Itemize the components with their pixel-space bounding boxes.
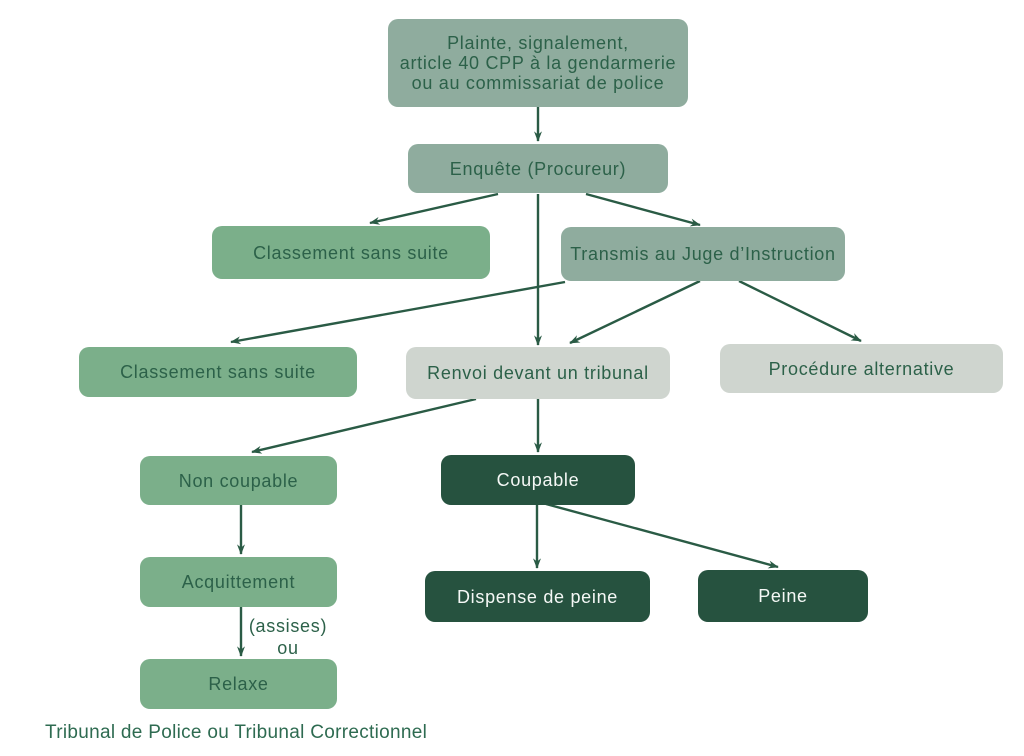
edge-transmis-classement-2	[230, 280, 566, 345]
node-renvoi: Renvoi devant un tribunal	[406, 347, 670, 399]
edge-enquete-transmis	[585, 192, 701, 227]
node-dispense-de-peine-label: Dispense de peine	[456, 586, 618, 607]
node-classement-sans-suite-2-label: Classement sans suite	[120, 362, 316, 382]
node-acquittement: Acquittement	[140, 557, 337, 607]
node-renvoi-label: Renvoi devant un tribunal	[427, 363, 649, 383]
edge-transmis-procedure	[738, 279, 862, 343]
node-relaxe-label: Relaxe	[208, 674, 269, 694]
node-enquete: Enquête (Procureur)	[408, 144, 668, 193]
node-transmis-label: Transmis au Juge d’Instruction	[570, 244, 836, 264]
node-classement-sans-suite-1: Classement sans suite	[212, 226, 490, 279]
node-peine: Peine	[698, 570, 868, 622]
node-classement-sans-suite-2: Classement sans suite	[79, 347, 357, 397]
node-peine-label: Peine	[758, 586, 808, 606]
node-transmis: Transmis au Juge d’Instruction	[561, 227, 845, 281]
node-procedure-alternative: Procédure alternative	[720, 344, 1003, 393]
node-non-coupable-label: Non coupable	[178, 470, 299, 491]
edge-transmis-renvoi	[569, 279, 701, 345]
node-plainte: Plainte, signalement, article 40 CPP à l…	[388, 19, 688, 107]
node-dispense-de-peine: Dispense de peine	[425, 571, 650, 622]
node-relaxe: Relaxe	[140, 659, 337, 709]
edge-renvoi-non-coupable	[251, 397, 477, 454]
node-non-coupable: Non coupable	[140, 456, 337, 505]
edge-coupable-peine	[545, 502, 779, 569]
caption-tribunal: Tribunal de Police ou Tribunal Correctio…	[45, 722, 428, 743]
node-plainte-label: Plainte, signalement, article 40 CPP à l…	[399, 33, 677, 93]
node-classement-sans-suite-1-label: Classement sans suite	[253, 242, 449, 263]
edge-enquete-classement-1	[369, 192, 499, 225]
node-coupable: Coupable	[441, 455, 635, 505]
node-procedure-alternative-label: Procédure alternative	[768, 358, 955, 379]
node-enquete-label: Enquête (Procureur)	[449, 158, 627, 179]
node-acquittement-label: Acquittement	[181, 572, 296, 592]
annotation-assises-ou: (assises) ou	[248, 616, 328, 658]
node-coupable-label: Coupable	[496, 470, 580, 490]
